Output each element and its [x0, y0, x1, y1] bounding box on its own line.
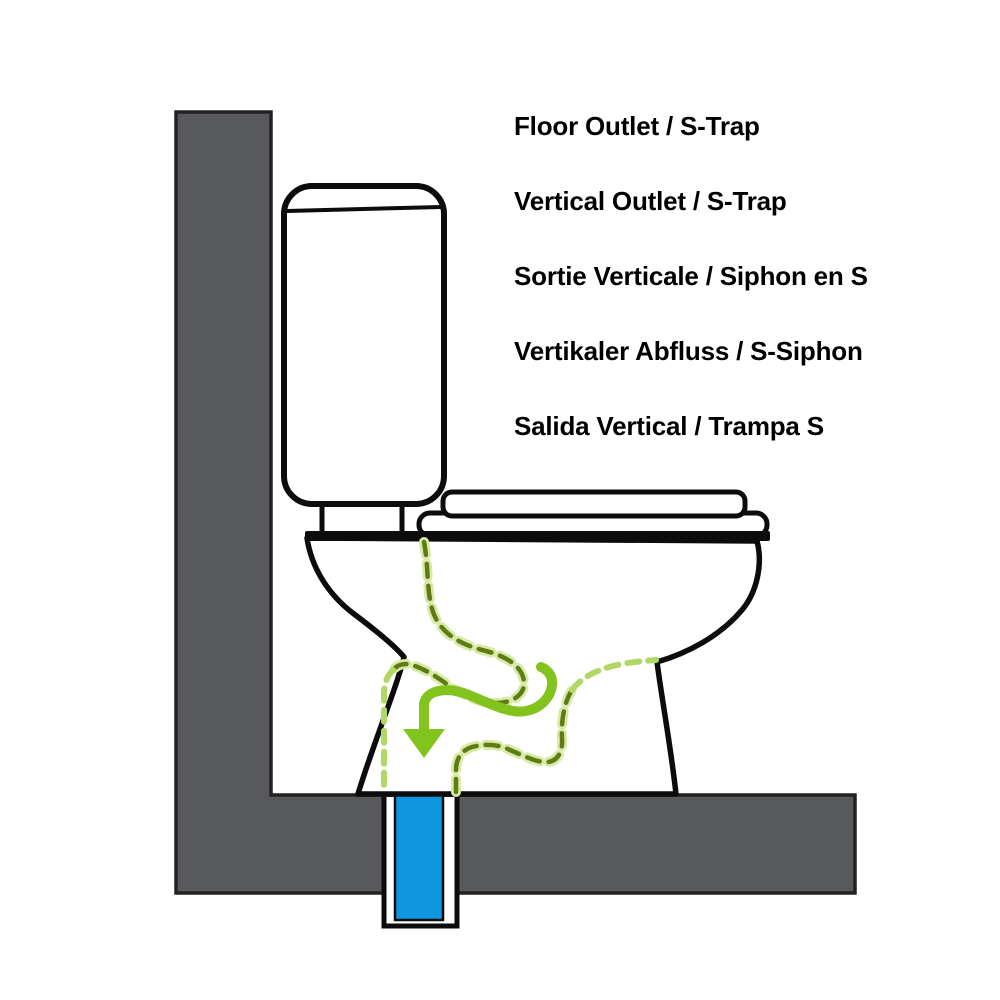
down-arrow-icon: [403, 729, 445, 758]
s-trap-dashed-inlet: [392, 539, 527, 706]
cistern-lid-line: [285, 205, 443, 213]
s-trap-dashed-downpipe-left: [381, 667, 396, 795]
label-english-floor: Floor Outlet / S-Trap: [514, 111, 760, 141]
flush-connector: [319, 499, 405, 539]
label-spanish: Salida Vertical / Trampa S: [514, 411, 824, 441]
label-french: Sortie Verticale / Siphon en S: [514, 261, 868, 291]
cistern-tank: [281, 183, 447, 507]
label-german: Vertikaler Abfluss / S-Siphon: [514, 336, 863, 366]
flow-wave: [419, 662, 558, 736]
bowl-rim: [305, 531, 770, 541]
toilet-lid: [440, 489, 748, 519]
label-english-vertical: Vertical Outlet / S-Trap: [514, 186, 787, 216]
wall-and-floor: [174, 110, 857, 895]
s-trap-dashed-upper-right: [569, 657, 659, 693]
s-trap-dashed-outlet: [453, 687, 575, 795]
